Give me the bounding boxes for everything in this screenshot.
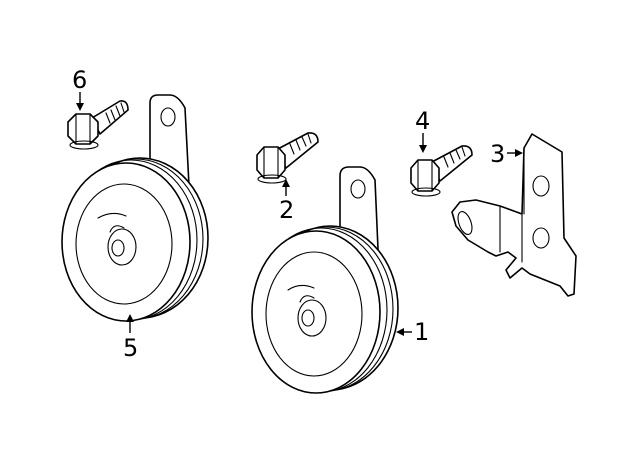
callout-2: 2	[279, 179, 294, 224]
horn-left	[61, 94, 209, 322]
svg-text:2: 2	[279, 196, 294, 224]
bolt-6	[67, 100, 129, 150]
svg-text:6: 6	[72, 66, 87, 94]
bracket-3	[451, 133, 577, 297]
horn-center	[251, 166, 399, 394]
callout-1: 1	[396, 318, 429, 346]
svg-text:1: 1	[414, 318, 429, 346]
bolt-4	[410, 145, 473, 197]
svg-text:5: 5	[123, 334, 138, 362]
callout-3: 3	[490, 140, 523, 168]
bolt-2	[256, 132, 319, 184]
svg-text:3: 3	[490, 140, 505, 168]
callout-5: 5	[123, 314, 138, 362]
svg-text:4: 4	[415, 107, 430, 135]
callout-4: 4	[415, 107, 430, 153]
callout-6: 6	[72, 66, 87, 111]
